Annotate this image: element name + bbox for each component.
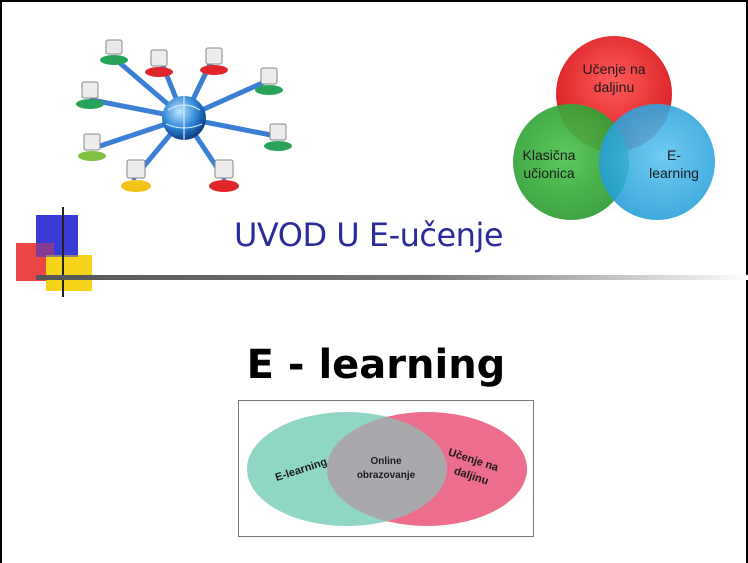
venn-top-label-line1: Učenje na xyxy=(582,61,645,77)
venn-circle-left xyxy=(513,104,629,220)
two-circle-venn-diagram: E-learning Online obrazovanje Učenje na … xyxy=(238,400,534,537)
globe-network-icon xyxy=(76,39,292,192)
title-decoration-squares xyxy=(16,207,92,297)
venn-top-label-line2: daljinu xyxy=(594,79,634,95)
three-circle-venn-diagram: Učenje na daljinu Klasična učionica E- l… xyxy=(513,36,715,220)
slide-title: UVOD U E-učenje xyxy=(234,216,504,254)
venn2-overlap xyxy=(327,412,447,526)
venn2-center-line2: obrazovanje xyxy=(357,470,416,481)
venn-circle-right xyxy=(599,104,715,220)
venn-left-label-line1: Klasična xyxy=(523,147,576,163)
slide-heading: E - learning xyxy=(246,342,506,388)
title-divider xyxy=(36,275,748,280)
venn-left-label-line2: učionica xyxy=(523,165,575,181)
venn-right-label-line1: E- xyxy=(667,147,681,163)
venn-right-label-line2: learning xyxy=(649,165,699,181)
venn2-center-line1: Online xyxy=(370,456,402,467)
